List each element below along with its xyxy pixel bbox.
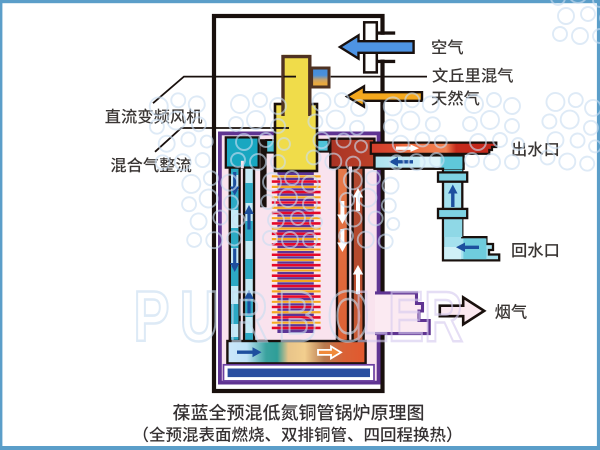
- svg-text:LER: LER: [355, 278, 463, 357]
- svg-text:PURBO: PURBO: [134, 278, 380, 357]
